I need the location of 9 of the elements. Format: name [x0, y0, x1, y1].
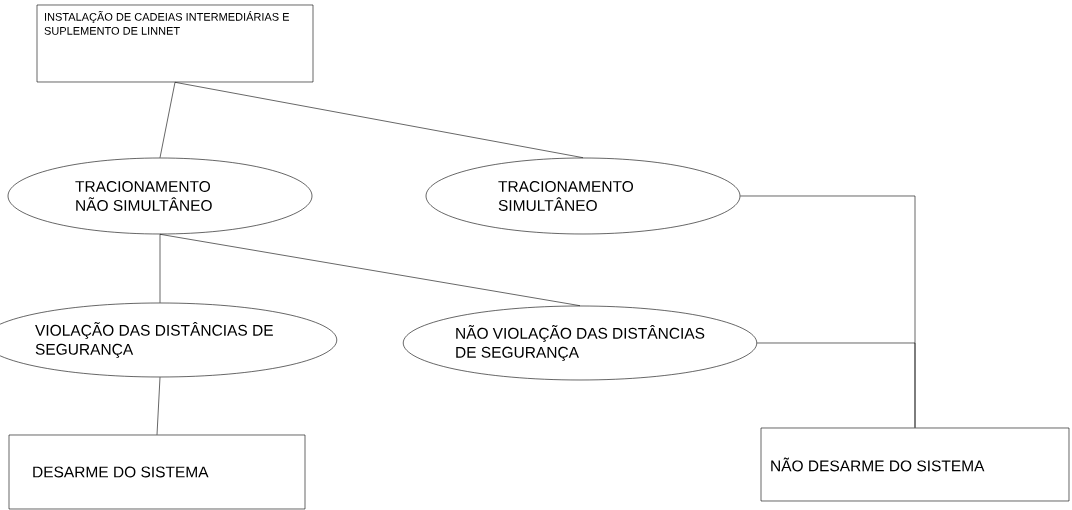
process-box: INSTALAÇÃO DE CADEIAS INTERMEDIÁRIAS E SUPLEMENTO DE LINNET	[36, 4, 314, 83]
connector-line	[159, 82, 176, 158]
connector-line	[159, 234, 581, 306]
connector-line	[159, 234, 161, 303]
process-box: DESARME DO SISTEMA	[8, 434, 306, 510]
connector-line	[156, 377, 161, 435]
connector-line	[174, 82, 584, 158]
connector-line	[756, 342, 916, 428]
process-box: NÃO DESARME DO SISTEMA	[760, 427, 1070, 502]
